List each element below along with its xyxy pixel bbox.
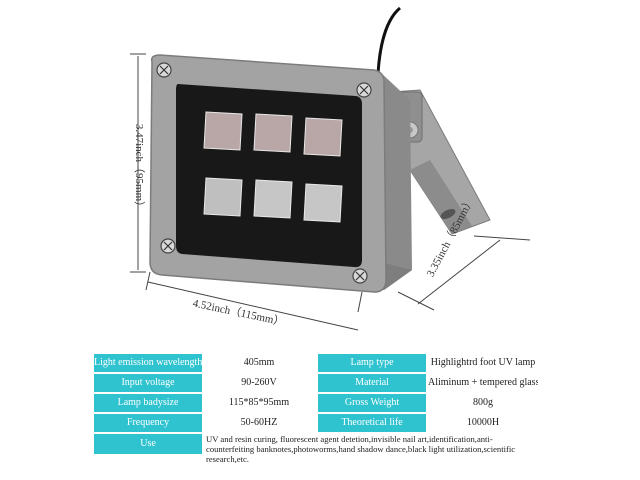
height-dimension: 3.47inch（95mm） — [133, 123, 146, 213]
dimension-lines — [130, 53, 531, 331]
spec-row: Input voltage 90-260V Material Aliminum … — [94, 374, 538, 392]
spec-row-use: Use UV and resin curing, fluorescent age… — [94, 434, 534, 464]
spec-value: 10000H — [466, 417, 500, 428]
spec-label: Theoretical life — [318, 414, 426, 432]
spec-label: Light emission wavelength — [94, 354, 202, 372]
spec-row: Light emission wavelength 405mm Lamp typ… — [94, 354, 535, 372]
spec-value: 800g — [473, 397, 493, 408]
spec-table: Light emission wavelength 405mm Lamp typ… — [94, 354, 538, 464]
spec-label: Frequency — [94, 414, 202, 432]
spec-value: Aliminum + tempered glass — [428, 377, 538, 388]
spec-label: Material — [318, 374, 426, 392]
spec-value: 405mm — [243, 357, 275, 368]
use-description: UV and resin curing, fluorescent agent d… — [206, 434, 516, 464]
glass-panel — [176, 84, 362, 268]
spec-row: Lamp badysize 115*85*95mm Gross Weight 8… — [94, 394, 534, 412]
spec-value: 50-60HZ — [240, 417, 278, 428]
spec-value: Highlightrd foot UV lamp — [430, 357, 536, 368]
spec-row: Frequency 50-60HZ Theoretical life 10000… — [94, 414, 534, 432]
spec-label: Gross Weight — [318, 394, 426, 412]
spec-label: Lamp type — [318, 354, 426, 372]
spec-value: 90-260V — [241, 377, 277, 388]
spec-label: Input voltage — [94, 374, 202, 392]
spec-label: Use — [94, 434, 202, 454]
spec-value: 115*85*95mm — [228, 397, 290, 408]
power-cable — [376, 6, 402, 75]
led-array — [203, 111, 343, 223]
spec-label: Lamp badysize — [94, 394, 202, 412]
